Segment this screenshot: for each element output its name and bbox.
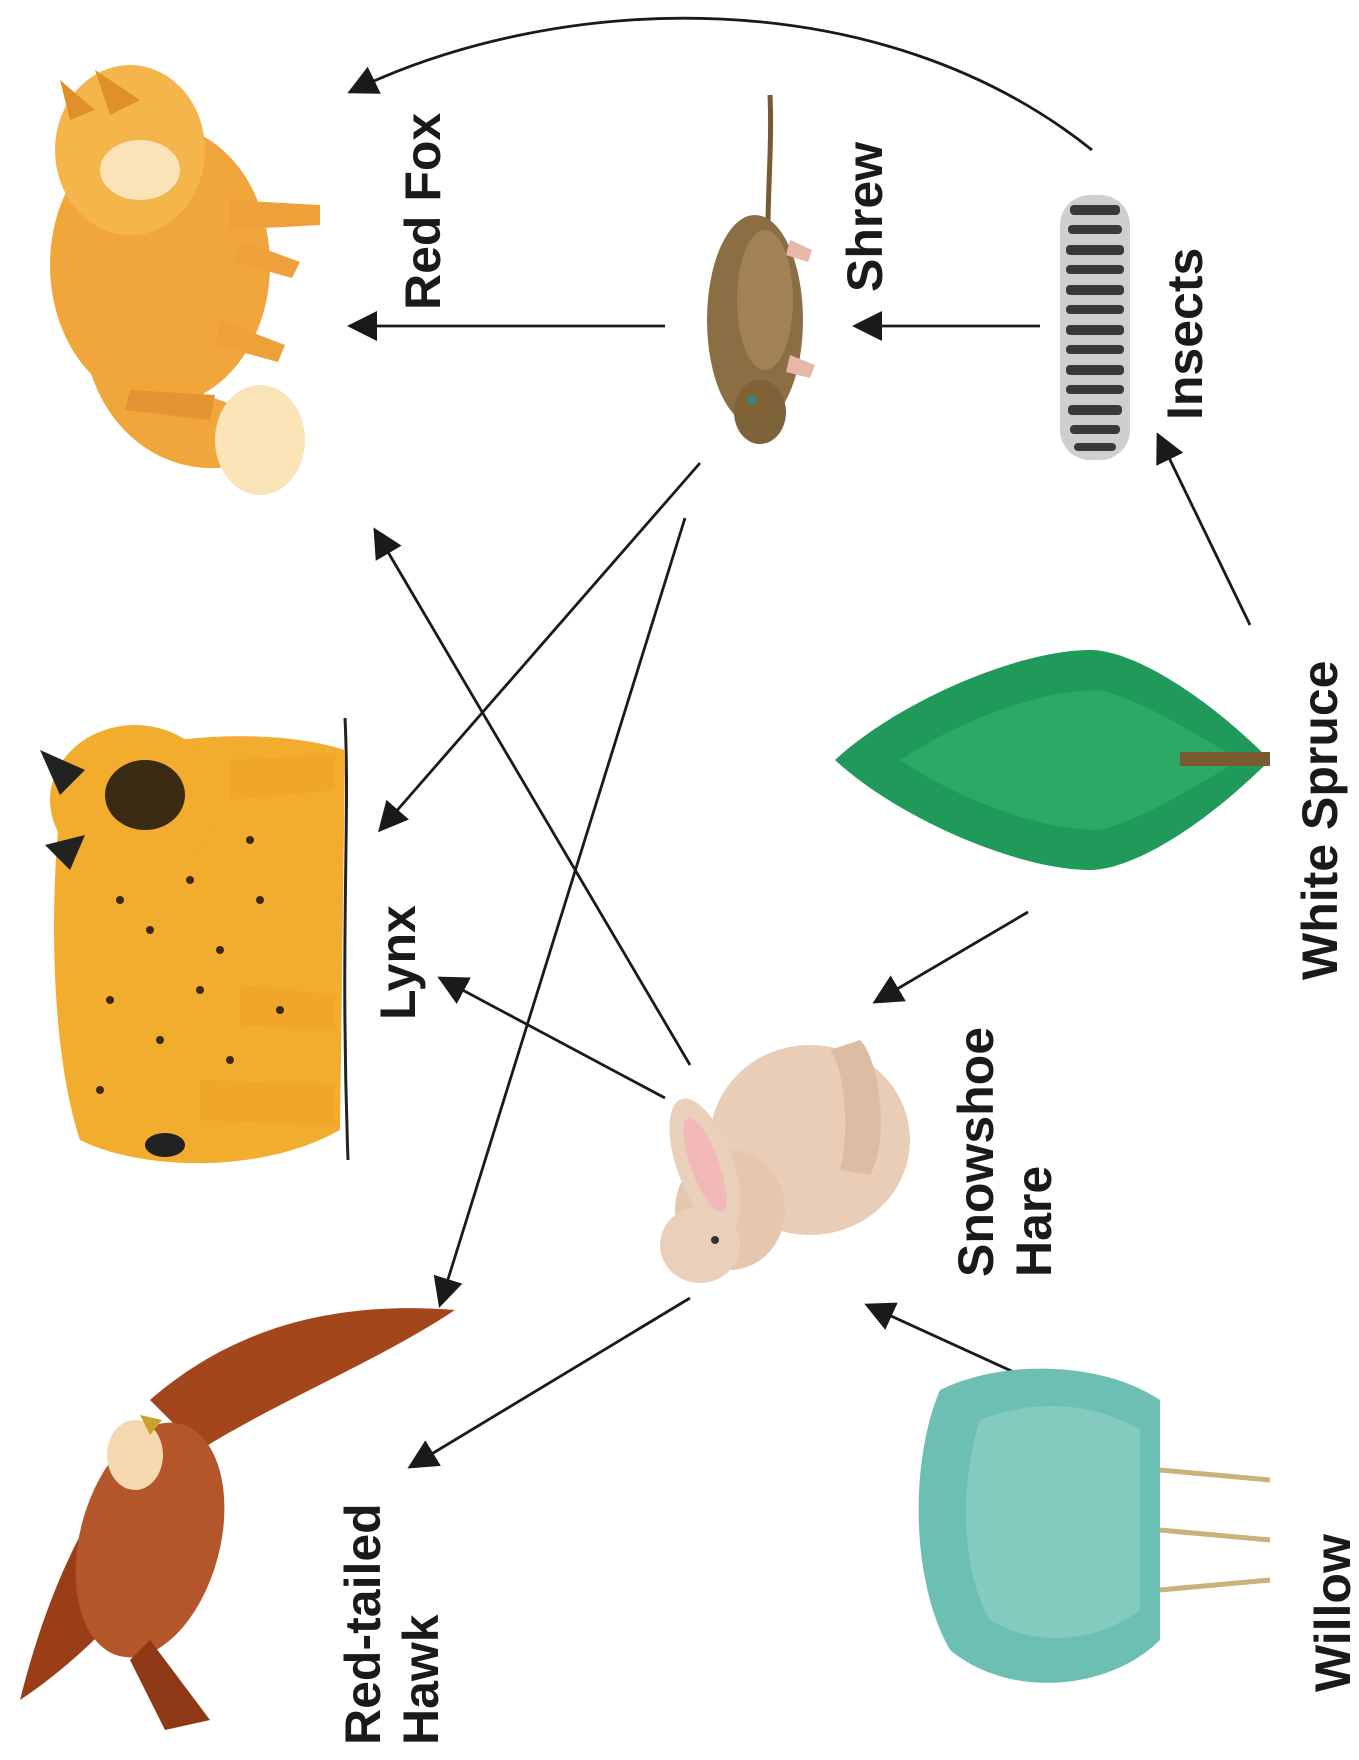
insects-illustration <box>1060 195 1130 460</box>
shrew-illustration <box>707 95 815 444</box>
label-white-spruce: White Spruce <box>1292 661 1348 980</box>
red-fox-illustration <box>50 65 320 495</box>
willow-illustration <box>919 1369 1270 1683</box>
arrow-white-spruce-to-snowshoe-hare <box>875 912 1028 1002</box>
organism-labels: Red Fox Shrew Insects Lynx White Spruce … <box>335 113 1359 1745</box>
arrow-insects-to-red-fox <box>350 18 1092 150</box>
label-insects: Insects <box>1157 248 1213 420</box>
label-snowshoe-hare: Snowshoe Hare <box>948 1013 1062 1277</box>
label-willow: Willow <box>1305 1534 1359 1692</box>
arrow-snowshoe-hare-to-red-tailed-hawk <box>410 1298 690 1467</box>
arrow-shrew-to-lynx <box>380 463 700 830</box>
label-lynx: Lynx <box>370 905 426 1020</box>
label-shrew: Shrew <box>837 142 893 292</box>
arrow-shrew-to-red-tailed-hawk <box>440 518 685 1305</box>
label-red-tailed-hawk: Red-tailed Hawk <box>335 1489 449 1745</box>
white-spruce-illustration <box>835 650 1270 870</box>
arrow-snowshoe-hare-to-lynx <box>440 978 665 1098</box>
lynx-illustration <box>40 718 348 1163</box>
label-red-fox: Red Fox <box>395 113 451 310</box>
arrow-white-spruce-to-insects <box>1158 435 1250 625</box>
snowshoe-hare-illustration <box>655 1040 910 1283</box>
